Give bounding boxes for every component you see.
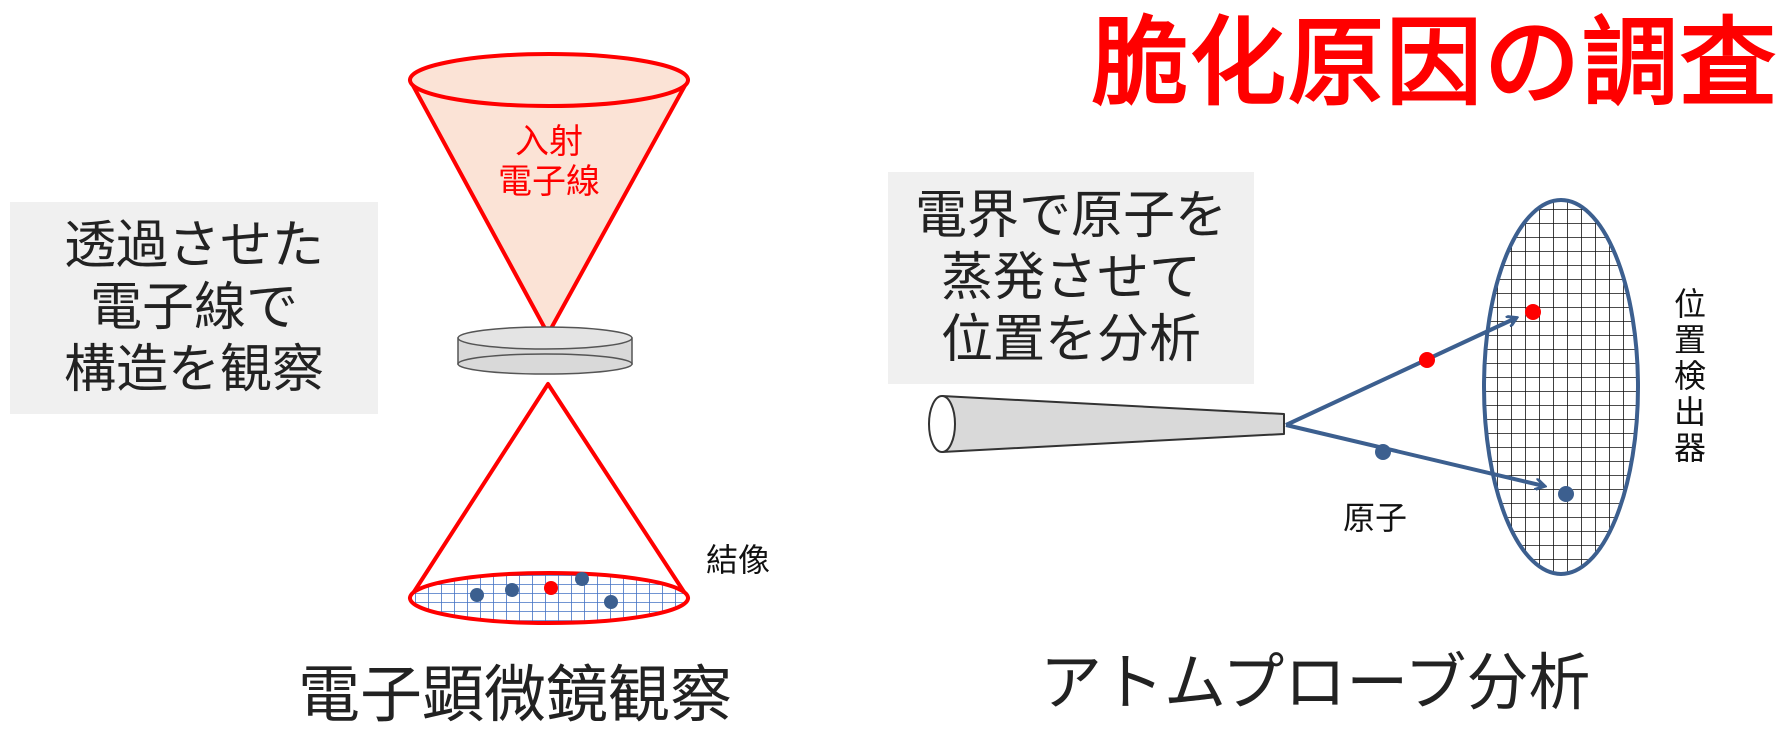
atom-probe-caption: アトムプローブ分析 (1040, 646, 1591, 719)
note-line: 構造を観察 (63, 340, 324, 400)
beam-label-line: 入射 (515, 122, 583, 162)
atom-spot (470, 588, 484, 602)
detector-label-char: 検 (1674, 357, 1707, 395)
note-line: 蒸発させて (940, 248, 1201, 308)
incident-beam-label: 入射 電子線 (488, 122, 610, 202)
note-line: 電界で原子を (914, 186, 1227, 246)
detector-label-char: 置 (1674, 321, 1707, 359)
transmitted-beam-cone (408, 382, 690, 625)
atom-red-flying (1419, 352, 1435, 368)
atom-probe-note: 電界で原子を 蒸発させて 位置を分析 (888, 172, 1254, 384)
electron-microscope-note: 透過させた 電子線で 構造を観察 (10, 202, 378, 414)
atom-spot-highlight (544, 581, 558, 595)
atom-spot (505, 583, 519, 597)
note-line: 位置を分析 (940, 310, 1201, 370)
incident-beam-cone (408, 52, 690, 336)
atom-blue-detected (1558, 486, 1574, 502)
position-detector-label: 位 置 検 出 器 (1674, 286, 1706, 466)
note-line: 電子線で (89, 278, 298, 338)
beam-label-line: 電子線 (498, 162, 600, 202)
atom-spot (575, 572, 589, 586)
needle-specimen (928, 395, 1285, 453)
detector-label-char: 器 (1674, 429, 1707, 467)
specimen-disk (457, 326, 633, 375)
detector-label-char: 位 (1674, 285, 1707, 323)
detector-label-char: 出 (1674, 393, 1707, 431)
position-detector (1482, 198, 1640, 576)
electron-microscope-caption: 電子顕微鏡観察 (298, 658, 733, 731)
atom-spot (604, 595, 618, 609)
image-spots (470, 572, 618, 609)
atom-trajectories (1285, 318, 1544, 486)
page-title: 脆化原因の調査 (1092, 7, 1778, 119)
note-line: 透過させた (63, 216, 324, 276)
atom-label: 原子 (1343, 499, 1408, 537)
atom-red-detected (1525, 304, 1541, 320)
image-label: 結像 (706, 541, 771, 579)
atom-blue-flying (1375, 444, 1391, 460)
atoms (1375, 304, 1574, 502)
